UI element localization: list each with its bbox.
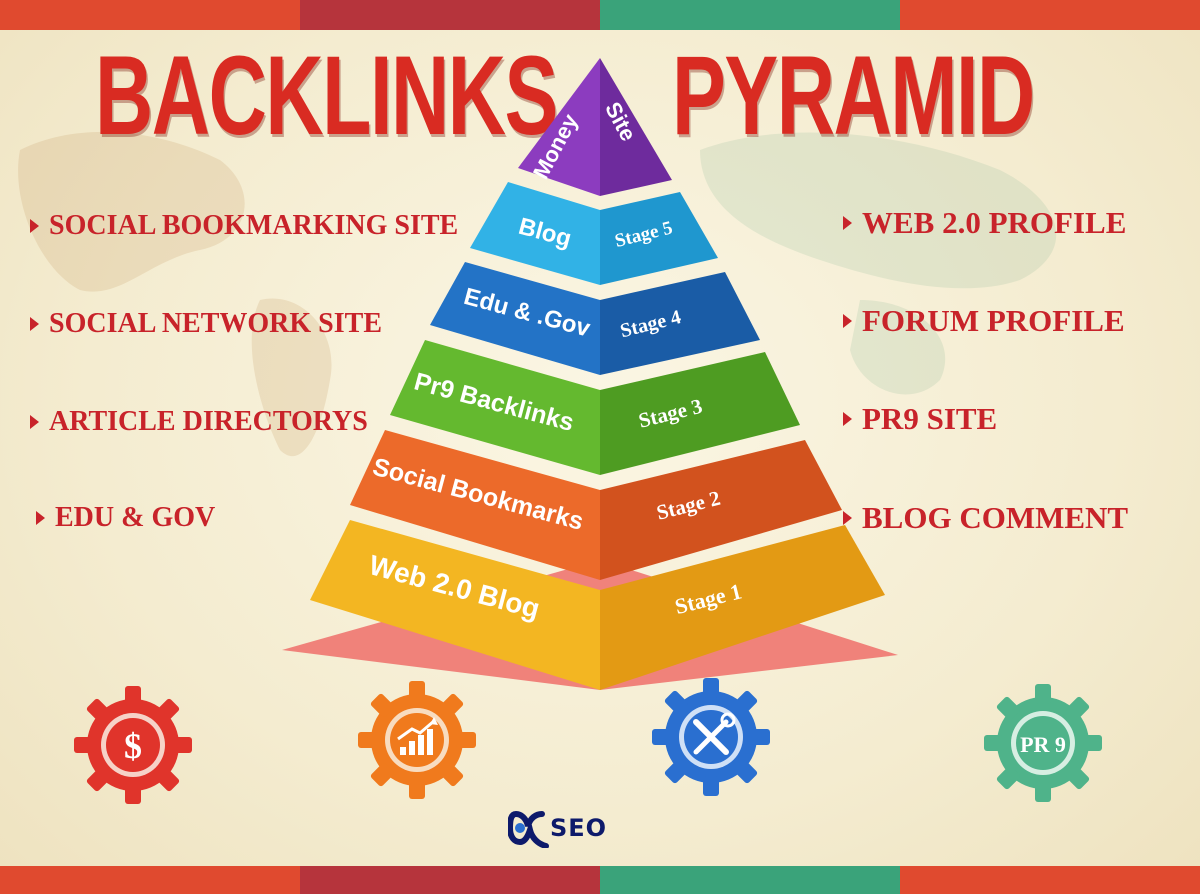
pyramid-level-3-right (600, 352, 800, 475)
pr9-icon: PR 9 (984, 684, 1102, 802)
alpha-logo-icon (508, 810, 549, 848)
bottom-color-stripe (0, 866, 1200, 894)
pyramid-level-5-right (600, 192, 718, 285)
arrow-right-icon (30, 317, 39, 331)
brand-logo: SEO (508, 808, 607, 848)
tools-icon (652, 678, 770, 796)
pyramid-level-2-right (600, 440, 842, 580)
feature-label: WEB 2.0 PROFILE (862, 205, 1127, 240)
arrow-right-icon (843, 412, 852, 426)
feature-label: PR9 SITE (862, 401, 998, 436)
logo-text: SEO (550, 814, 608, 842)
pyramid-apex-right (600, 58, 672, 196)
pyramid-level-4-right (600, 272, 760, 375)
top-color-stripe (0, 0, 1200, 30)
pyramid-level-2-left (350, 430, 600, 580)
feature-label: SOCIAL BOOKMARKING SITE (49, 210, 459, 241)
feature-right-2: FORUM PROFILE (843, 303, 1125, 339)
feature-left-3: ARTICLE DIRECTORYS (30, 406, 368, 438)
pyramid-level-1-left (310, 520, 600, 690)
pyramid-level-5-left (470, 182, 600, 285)
feature-label: BLOG COMMENT (862, 500, 1129, 535)
arrow-right-icon (843, 511, 852, 525)
feature-label: FORUM PROFILE (862, 303, 1125, 338)
feature-right-1: WEB 2.0 PROFILE (843, 205, 1126, 241)
feature-label: ARTICLE DIRECTORYS (49, 406, 368, 437)
feature-right-3: PR9 SITE (843, 401, 997, 437)
feature-left-4: EDU & GOV (36, 502, 215, 534)
feature-label: SOCIAL NETWORK SITE (49, 308, 382, 339)
arrow-right-icon (36, 511, 45, 525)
pyramid-level-3-left (390, 340, 600, 475)
arrow-right-icon (843, 216, 852, 230)
pyramid-level-4-left (430, 262, 600, 375)
feature-left-2: SOCIAL NETWORK SITE (30, 308, 382, 340)
pyramid-apex-left (518, 58, 600, 196)
dollar-icon: $ (74, 686, 192, 804)
pyramid-level-1-right (600, 525, 885, 690)
pr9-symbol: PR 9 (1020, 732, 1066, 757)
feature-right-4: BLOG COMMENT (843, 500, 1128, 536)
feature-left-1: SOCIAL BOOKMARKING SITE (30, 210, 458, 242)
arrow-right-icon (843, 314, 852, 328)
feature-label: EDU & GOV (55, 502, 216, 533)
dollar-symbol: $ (124, 726, 142, 766)
title-backlinks: BACKLINKS (95, 33, 558, 158)
arrow-right-icon (30, 219, 39, 233)
arrow-right-icon (30, 415, 39, 429)
growth-chart-icon (358, 681, 476, 799)
title-pyramid: PYRAMID (672, 33, 1035, 158)
